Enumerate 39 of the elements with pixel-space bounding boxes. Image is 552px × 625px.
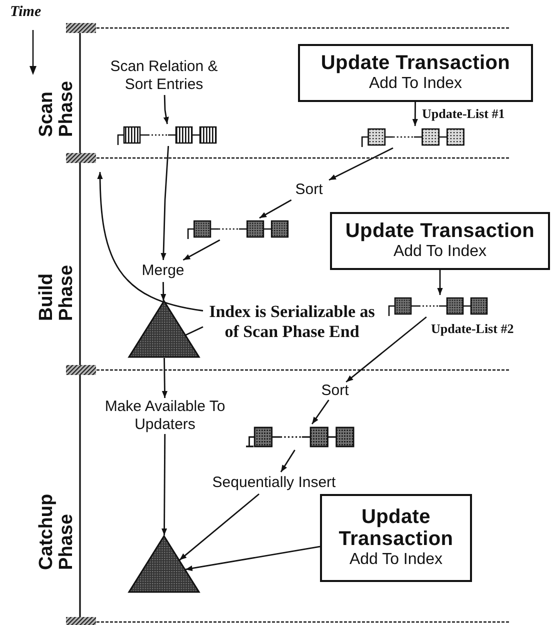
arrow	[311, 400, 330, 424]
step-label: Sort	[295, 181, 323, 199]
process-box	[320, 494, 472, 582]
arrow	[346, 316, 427, 383]
annotation-text: Index is Serializable as of Scan Phase End	[208, 302, 376, 342]
arrow	[162, 358, 168, 398]
arrow	[328, 147, 394, 181]
box-title: Update Transaction	[345, 220, 535, 242]
arrow	[182, 239, 220, 261]
phase-label: Build Phase	[37, 264, 77, 321]
arrow	[412, 102, 418, 126]
box-subtitle: Add To Index	[368, 74, 462, 94]
arrow	[280, 450, 296, 472]
leader-line	[185, 326, 204, 336]
phase-label: Catchup Phase	[37, 492, 77, 570]
arrow	[161, 434, 168, 536]
step-label: Merge	[142, 262, 184, 280]
process-box	[330, 212, 550, 270]
step-label: Sort	[321, 382, 349, 400]
step-label: Sequentially Insert	[212, 474, 336, 492]
list-caption: Update-List #2	[431, 321, 514, 337]
phase-label: Scan Phase	[37, 80, 77, 137]
arrow	[185, 546, 320, 572]
arrow	[160, 146, 170, 260]
arrow	[179, 493, 260, 561]
process-box	[298, 44, 533, 102]
arrow	[97, 172, 204, 312]
box-subtitle: Add To Index	[349, 550, 443, 570]
arrow	[259, 199, 292, 219]
box-title: Update Transaction	[320, 52, 510, 74]
step-label: Make Available To Updaters	[104, 398, 226, 434]
arrow	[437, 270, 443, 295]
step-label: Scan Relation & Sort Entries	[109, 58, 219, 94]
arrow	[160, 282, 166, 301]
list-caption: Update-List #1	[422, 106, 505, 122]
axis-label: Time	[10, 4, 42, 21]
arrow	[163, 94, 169, 124]
box-subtitle: Add To Index	[393, 242, 487, 262]
box-title: Update Transaction	[338, 506, 454, 550]
